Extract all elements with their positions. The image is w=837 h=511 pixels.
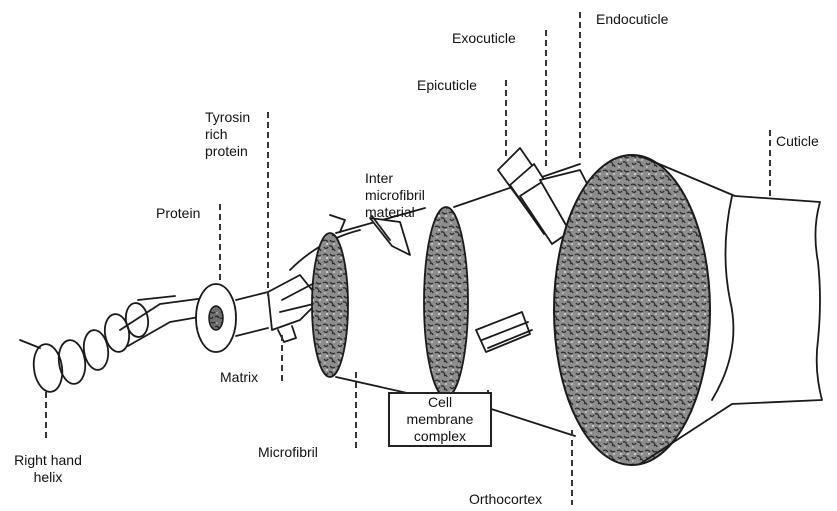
label-matrix: Matrix <box>220 369 258 386</box>
label-endocuticle: Endocuticle <box>596 11 668 28</box>
label-exocuticle: Exocuticle <box>452 30 516 47</box>
label-epicuticle: Epicuticle <box>417 77 477 94</box>
label-orthocortex: Orthocortex <box>469 491 542 508</box>
right-hand-helix-drawing <box>20 296 205 394</box>
label-microfibril: Microfibril <box>258 444 318 461</box>
label-cell-membrane-complex: Cell membrane complex <box>388 392 492 447</box>
label-tyrosin-rich-protein: Tyrosin rich protein <box>205 109 250 160</box>
label-right-hand-helix: Right hand helix <box>6 452 90 486</box>
cortex-disc-drawing <box>554 155 822 465</box>
label-cuticle: Cuticle <box>776 133 819 150</box>
label-protein: Protein <box>156 205 200 222</box>
label-inter-microfibril-material: Inter microfibril material <box>365 170 425 221</box>
protein-disc-drawing <box>196 284 268 352</box>
